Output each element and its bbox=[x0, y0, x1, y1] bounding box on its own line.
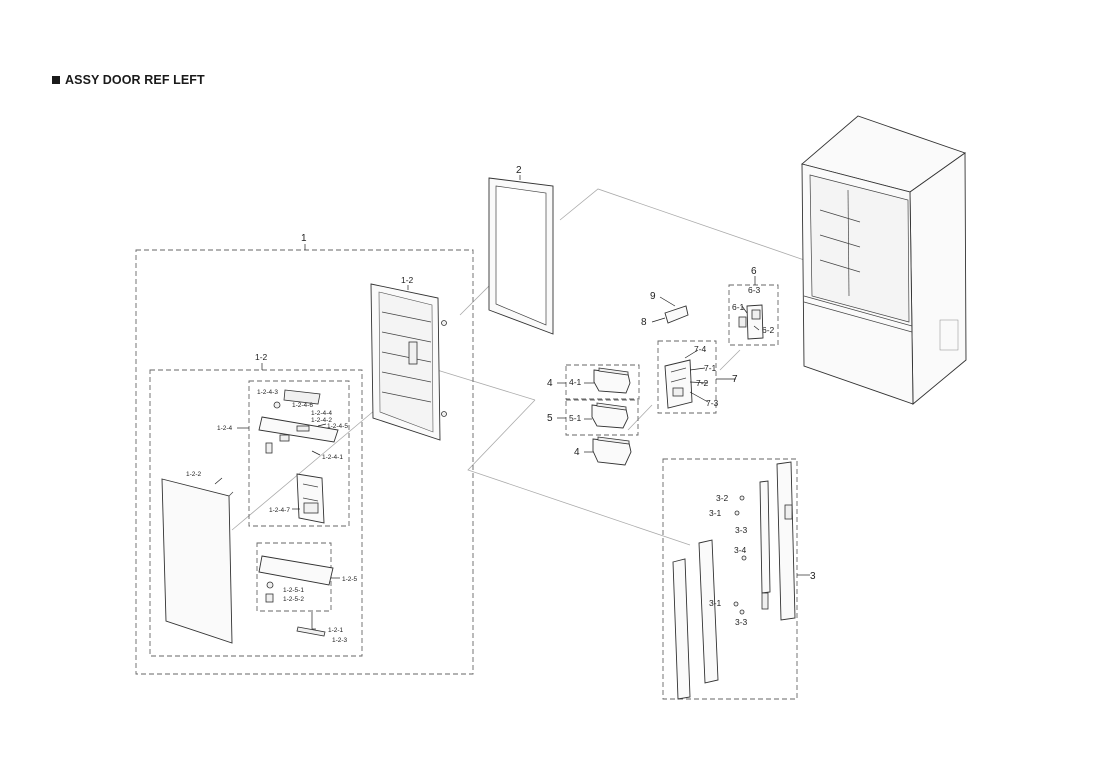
callout-3-3-lower: 3-3 bbox=[735, 617, 748, 627]
callout-2: 2 bbox=[516, 165, 522, 176]
callout-3-3-upper: 3-3 bbox=[735, 525, 748, 535]
group-box-6 bbox=[728, 284, 779, 346]
callout-5: 5 bbox=[547, 413, 553, 424]
refrigerator-cabinet-illustration bbox=[801, 115, 967, 405]
page-title: ASSY DOOR REF LEFT bbox=[52, 73, 205, 87]
callout-1-2-4-4: 1-2-4-4 bbox=[311, 410, 332, 417]
callout-7: 7 bbox=[732, 374, 738, 385]
callout-1-2-4-3: 1-2-4-3 bbox=[257, 389, 278, 396]
callout-3-1-lower: 3-1 bbox=[709, 598, 722, 608]
callout-6-2: 6-2 bbox=[762, 325, 775, 335]
door-frame-strip-parts bbox=[672, 461, 796, 700]
group-box-1-2-4 bbox=[248, 380, 350, 527]
callout-1-2-4-1: 1-2-4-1 bbox=[322, 454, 343, 461]
callout-6-1: 6-1 bbox=[732, 302, 745, 312]
callout-1-2-4-2: 1-2-4-2 bbox=[311, 417, 332, 424]
callout-1-2-3: 1-2-3 bbox=[332, 637, 348, 644]
callout-7-2: 7-2 bbox=[696, 378, 709, 388]
callout-3-1-upper: 3-1 bbox=[709, 508, 722, 518]
lower-cap-parts bbox=[258, 555, 334, 637]
callout-1-2-liner: 1-2 bbox=[401, 275, 414, 285]
handle-cap-parts bbox=[258, 389, 339, 524]
callout-3-2: 3-2 bbox=[716, 493, 729, 503]
callout-1-2-4-5: 1-2-4-5 bbox=[327, 423, 348, 430]
callout-4-1: 4-1 bbox=[569, 377, 582, 387]
group-box-7 bbox=[657, 340, 717, 414]
callout-7-3: 7-3 bbox=[706, 398, 719, 408]
callout-6: 6 bbox=[751, 266, 757, 277]
callout-1-2-4-7: 1-2-4-7 bbox=[269, 507, 290, 514]
group-box-1-2 bbox=[149, 369, 363, 657]
group-box-3 bbox=[662, 458, 798, 700]
callout-9: 9 bbox=[650, 291, 656, 302]
outer-door-panel-part bbox=[161, 478, 234, 644]
callout-1-2-2: 1-2-2 bbox=[186, 471, 202, 478]
door-bin-parts bbox=[591, 367, 632, 466]
group-box-5-1 bbox=[565, 399, 639, 436]
group-box-1 bbox=[135, 249, 474, 675]
door-gasket-part bbox=[488, 177, 554, 335]
callout-6-3: 6-3 bbox=[748, 285, 761, 295]
group-box-4-1 bbox=[565, 364, 640, 400]
door-liner-part bbox=[370, 283, 447, 441]
callout-7-1: 7-1 bbox=[704, 363, 717, 373]
callout-1-2-4: 1-2-4 bbox=[217, 425, 233, 432]
callout-4-lower: 4 bbox=[574, 447, 580, 458]
callout-1: 1 bbox=[301, 233, 307, 244]
callout-1-2-1: 1-2-1 bbox=[328, 627, 344, 634]
callout-7-4: 7-4 bbox=[694, 344, 707, 354]
dispenser-bracket-parts bbox=[664, 305, 693, 409]
callout-1-2-group: 1-2 bbox=[255, 352, 268, 362]
callout-1-2-5-1: 1-2-5-1 bbox=[283, 587, 304, 594]
callout-4-upper: 4 bbox=[547, 378, 553, 389]
hinge-cover-parts bbox=[738, 304, 764, 340]
page-title-text: ASSY DOOR REF LEFT bbox=[65, 73, 205, 87]
callout-5-1: 5-1 bbox=[569, 413, 582, 423]
callout-3-4: 3-4 bbox=[734, 545, 747, 555]
callout-8: 8 bbox=[641, 317, 647, 328]
leader-lines bbox=[214, 175, 810, 630]
callout-1-2-4-6: 1-2-4-6 bbox=[292, 402, 313, 409]
callout-labels: 1 1-2 1-2 1-2-2 1-2-4 1-2-4-3 1-2-4-6 1-… bbox=[186, 165, 816, 644]
callout-1-2-5-2: 1-2-5-2 bbox=[283, 596, 304, 603]
callout-1-2-5: 1-2-5 bbox=[342, 576, 358, 583]
title-bullet-square bbox=[52, 76, 60, 84]
guide-lines bbox=[231, 188, 811, 546]
callout-3: 3 bbox=[810, 571, 816, 582]
